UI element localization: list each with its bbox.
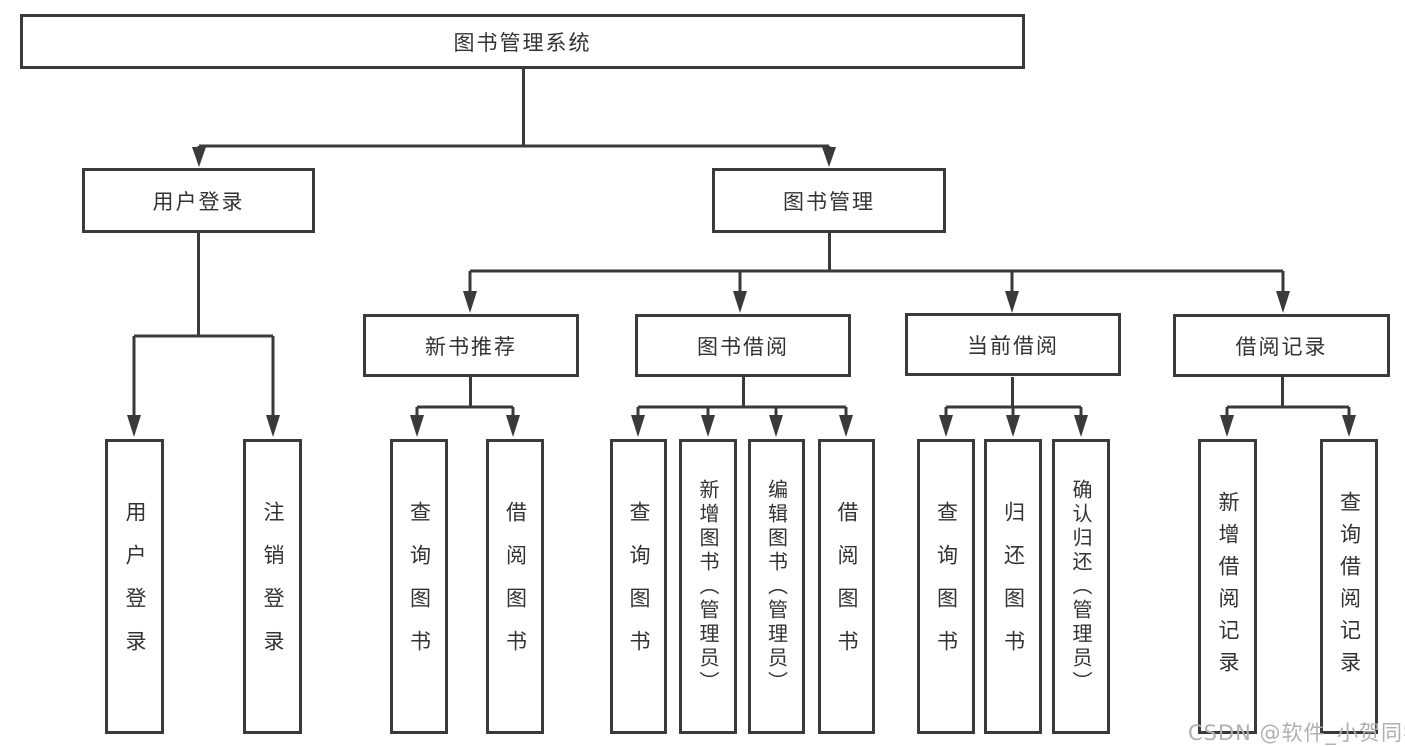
- leaf-label: 借阅图书: [503, 500, 528, 673]
- node-library-management-system: 图书管理系统: [20, 14, 1025, 69]
- leaf-confirm-return-admin: 确认归还（管理员）: [1052, 439, 1110, 734]
- node-label: 新书推荐: [425, 334, 517, 359]
- leaf-user-login: 用户登录: [105, 439, 164, 734]
- leaf-label: 归还图书: [1001, 500, 1026, 673]
- leaf-label: 确认归还（管理员）: [1069, 478, 1093, 695]
- leaf-label: 用户登录: [123, 500, 147, 673]
- leaf-label: 查询图书: [627, 500, 651, 673]
- leaf-query-borrow-record: 查询借阅记录: [1320, 439, 1378, 734]
- leaf-add-borrow-record: 新增借阅记录: [1198, 439, 1257, 734]
- leaf-edit-books-admin: 编辑图书（管理员）: [748, 439, 805, 734]
- leaf-borrow-books: 借阅图书: [818, 439, 875, 734]
- leaf-add-books-admin: 新增图书（管理员）: [679, 439, 737, 734]
- leaf-borrow-books: 借阅图书: [486, 439, 544, 734]
- leaf-label: 借阅图书: [835, 500, 859, 673]
- node-label: 图书管理系统: [453, 30, 592, 55]
- leaf-label: 查询图书: [407, 500, 432, 673]
- node-label: 用户登录: [152, 189, 245, 214]
- leaf-label: 编辑图书（管理员）: [764, 478, 789, 695]
- node-label: 图书管理: [783, 189, 875, 214]
- node-book-management: 图书管理: [712, 168, 946, 233]
- leaf-query-books: 查询图书: [610, 439, 667, 734]
- csdn-watermark: CSDN @软件_小贺同学: [1188, 721, 1405, 745]
- leaf-label: 新增图书（管理员）: [696, 478, 720, 695]
- leaf-logout: 注销登录: [243, 439, 302, 734]
- leaf-label: 新增借阅记录: [1216, 490, 1240, 683]
- leaf-label: 查询图书: [934, 500, 959, 673]
- leaf-return-books: 归还图书: [984, 439, 1042, 734]
- node-label: 图书借阅: [697, 334, 789, 359]
- node-user-login: 用户登录: [82, 168, 315, 233]
- tree-edges: [132, 68, 1351, 418]
- leaf-label: 注销登录: [261, 500, 285, 673]
- node-current-borrow: 当前借阅: [905, 313, 1121, 376]
- node-label: 当前借阅: [967, 333, 1059, 358]
- arrowhead-icons: [127, 147, 1356, 437]
- node-label: 借阅记录: [1235, 334, 1328, 359]
- leaf-query-books: 查询图书: [917, 439, 975, 734]
- leaf-label: 查询借阅记录: [1337, 490, 1362, 683]
- node-new-book-recommend: 新书推荐: [363, 314, 579, 377]
- leaf-query-books: 查询图书: [390, 439, 448, 734]
- node-borrow-records: 借阅记录: [1173, 314, 1390, 377]
- node-book-borrow: 图书借阅: [635, 314, 851, 377]
